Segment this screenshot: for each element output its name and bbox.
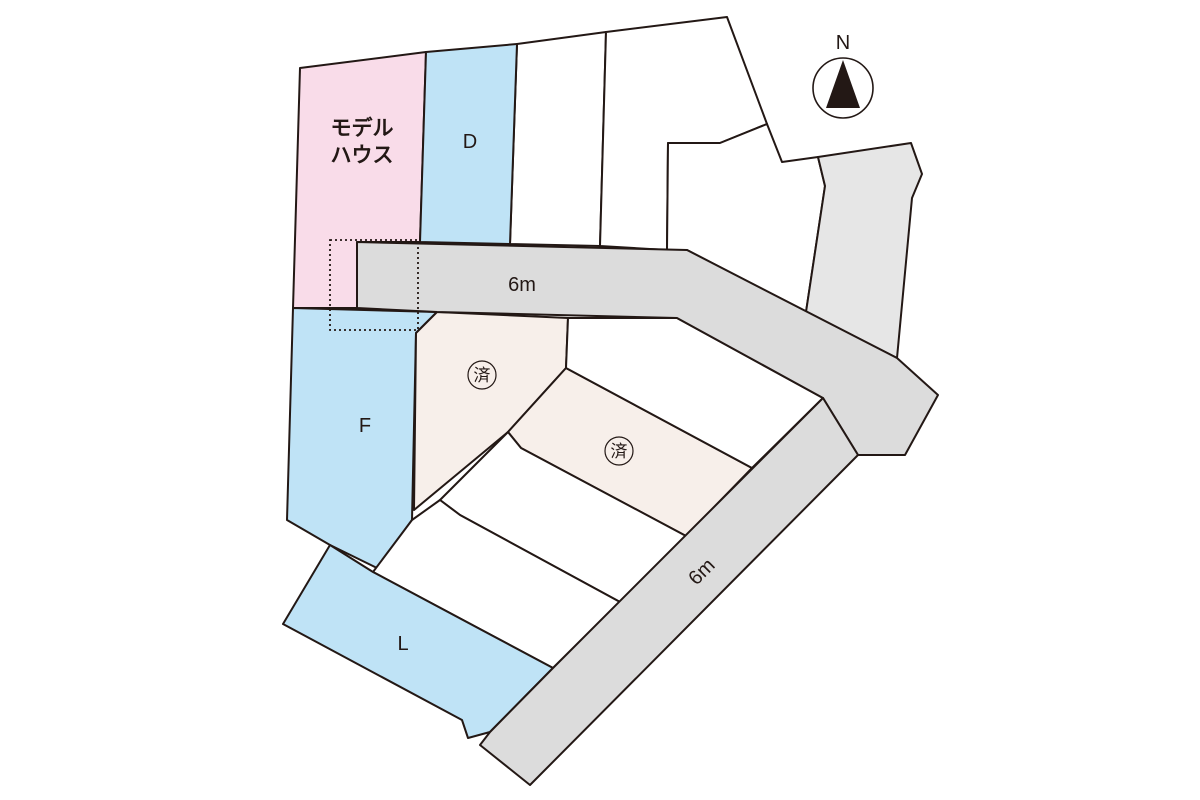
road-north-label: 6m: [508, 274, 536, 296]
lot-l[interactable]: [282, 544, 554, 739]
dotted-reference-box: [329, 239, 419, 331]
lot-model-house-label-line1: モデル: [331, 116, 394, 140]
lot-d[interactable]: [419, 43, 518, 245]
lot-l-label: L: [397, 633, 408, 655]
neighbor-parcel: [805, 142, 923, 359]
north-arrow-icon: [826, 60, 860, 108]
road-east: [479, 397, 859, 786]
sold-marker-2: 済: [604, 436, 634, 466]
sold-marker-1: 済: [467, 360, 497, 390]
compass-label: N: [836, 32, 850, 54]
lot-model-house-label-line2: ハウス: [331, 144, 394, 167]
lot-sold-1-label: 済: [474, 366, 491, 386]
lot-north-1[interactable]: [509, 31, 607, 247]
lot-d-label: D: [463, 131, 477, 153]
compass: N: [812, 32, 874, 119]
lot-sold-2-label: 済: [611, 442, 628, 462]
lot-f-label: F: [359, 415, 371, 437]
